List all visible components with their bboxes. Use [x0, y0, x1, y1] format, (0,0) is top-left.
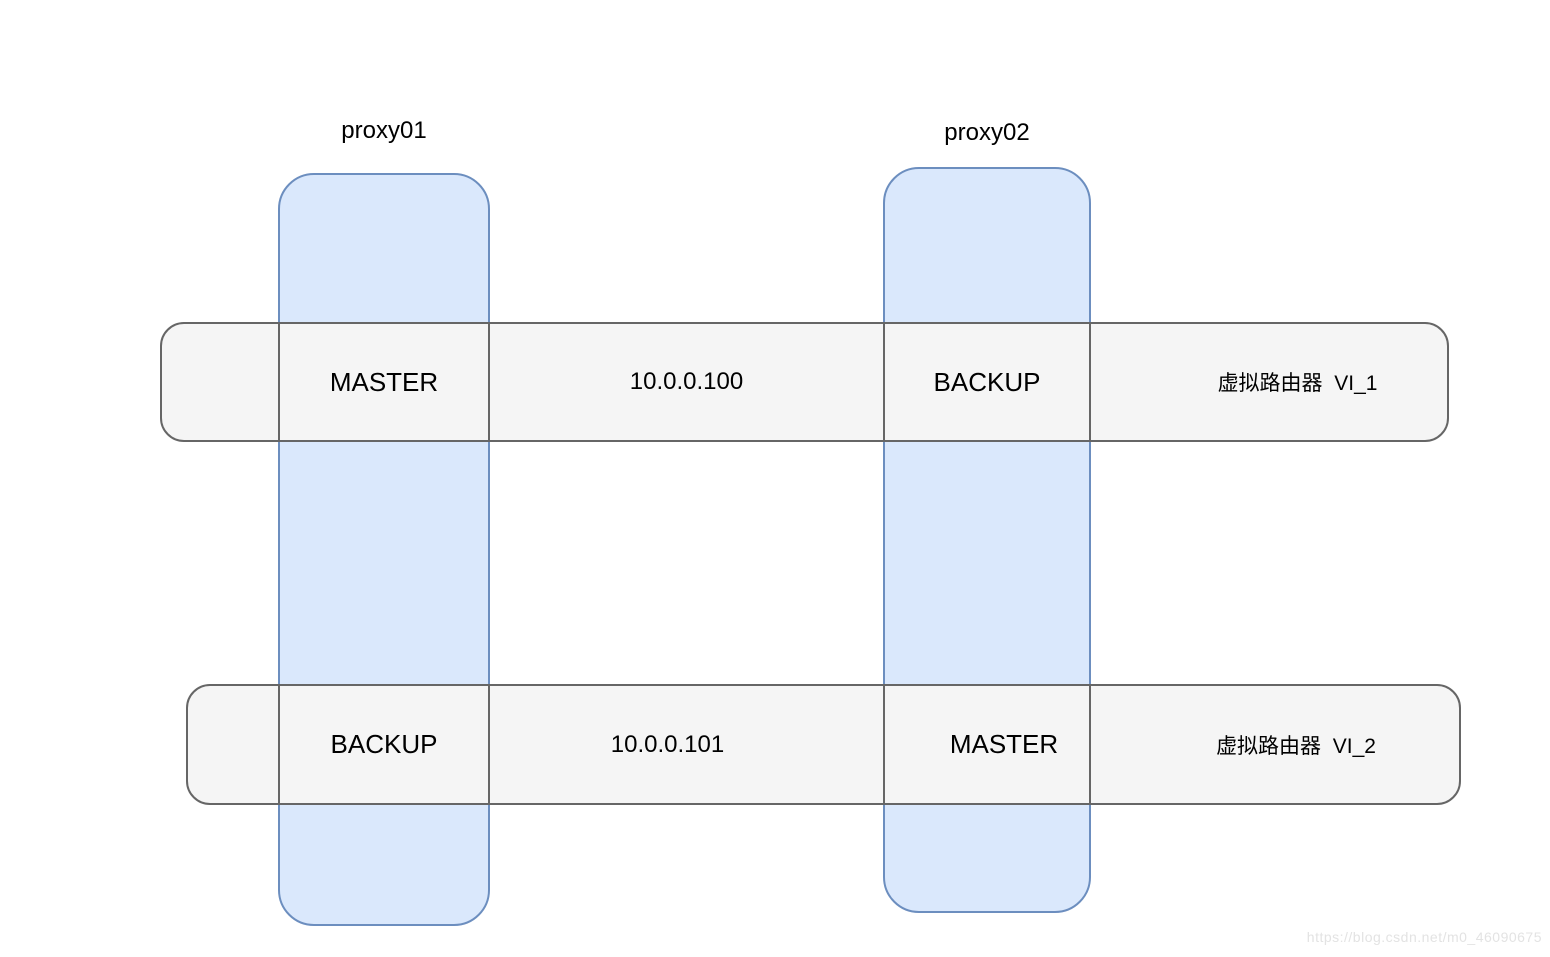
vr1-virtual-ip: 10.0.0.100 — [629, 368, 744, 395]
vr2-virtual-ip: 10.0.0.101 — [610, 730, 725, 758]
vr2-proxy02-role-cell: MASTER — [883, 684, 1091, 805]
proxy01-column — [278, 173, 490, 926]
proxy01-label: proxy01 — [341, 117, 427, 144]
vr1-proxy02-role-cell: BACKUP — [883, 322, 1091, 442]
vr2-name-label: 虚拟路由器 VI_2 — [1216, 734, 1376, 758]
vr1-name-label: 虚拟路由器 VI_1 — [1217, 372, 1378, 395]
vr2-proxy01-role-cell: BACKUP — [278, 684, 490, 805]
vr1-proxy01-role-cell: MASTER — [278, 322, 490, 442]
proxy02-label: proxy02 — [944, 119, 1030, 146]
csdn-watermark: https://blog.csdn.net/m0_46090675 — [1306, 929, 1542, 945]
